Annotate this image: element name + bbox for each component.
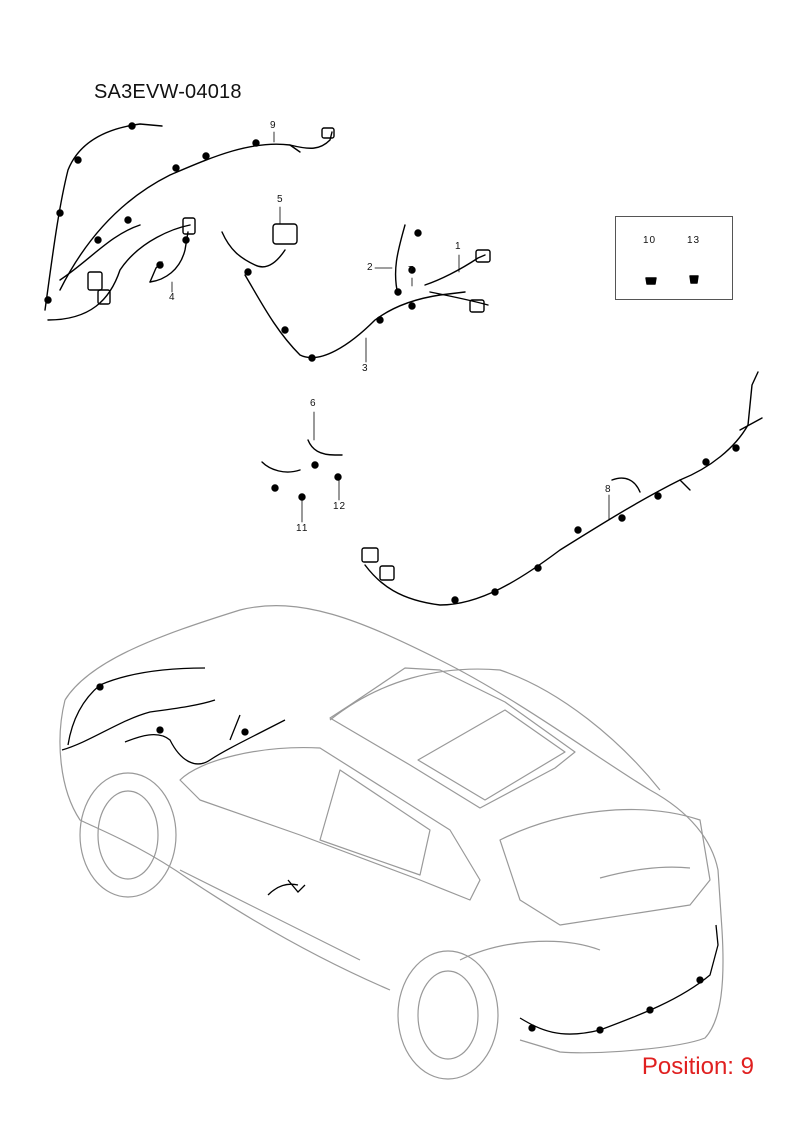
callout-11: 11 [296, 523, 309, 534]
harness-1-2 [394, 224, 491, 313]
diagram-code: SA3EVW-04018 [94, 81, 242, 103]
harness-4 [149, 231, 190, 283]
fasteners-inset [645, 275, 699, 285]
harness-8 [361, 371, 763, 606]
callout-12: 12 [333, 501, 347, 512]
harness-9 [44, 122, 335, 321]
callout-3: 3 [362, 363, 369, 374]
vehicle-harness [61, 667, 719, 1035]
callout-7: 7 [408, 265, 415, 276]
callout-8: 8 [605, 484, 612, 495]
callout-5: 5 [277, 194, 284, 205]
callout-10: 10 [643, 235, 657, 246]
callout-13: 13 [687, 235, 701, 246]
callout-1: 1 [455, 241, 462, 252]
callout-4: 4 [169, 292, 176, 303]
callout-6: 6 [310, 398, 317, 409]
position-label: Position: 9 [641, 1053, 754, 1080]
callout-9: 9 [270, 120, 277, 131]
harness-6 [261, 439, 343, 501]
harness-3 [221, 223, 466, 362]
vehicle-outline [59, 605, 724, 1080]
leader-lines [171, 131, 610, 523]
fastener-inset-box [615, 216, 733, 300]
callout-2: 2 [367, 262, 374, 273]
